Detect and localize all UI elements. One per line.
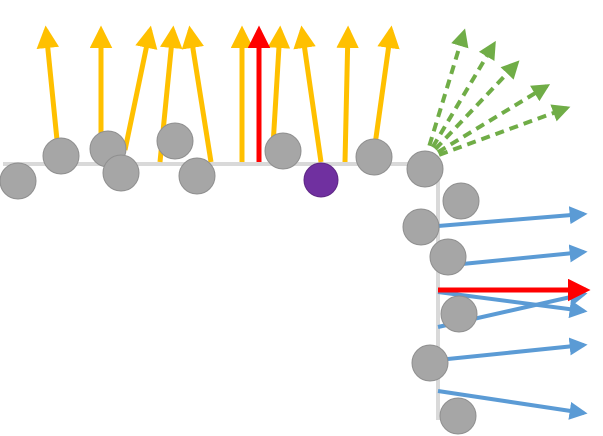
particle (406, 150, 444, 188)
particle (102, 154, 140, 192)
particle (442, 182, 480, 220)
corner-arrows (423, 28, 571, 162)
side-arrow (437, 206, 588, 228)
side-arrow (437, 337, 588, 362)
particle (355, 138, 393, 176)
particle (439, 397, 477, 435)
particle (156, 122, 194, 160)
particle (440, 295, 478, 333)
particles (0, 122, 480, 435)
corner-arrow (423, 84, 551, 162)
top-arrow (336, 25, 359, 163)
particle (42, 137, 80, 175)
top-arrow (371, 25, 400, 153)
particle (402, 208, 440, 246)
surface-lines (3, 162, 440, 420)
particle (264, 132, 302, 170)
corner-arrow (423, 60, 520, 162)
top-arrow (36, 25, 61, 151)
corner-arrow (423, 40, 496, 162)
side-arrow (451, 244, 588, 267)
top-arrow (293, 25, 324, 163)
top-arrow (181, 25, 214, 163)
particle (0, 162, 37, 200)
side-arrows (437, 206, 588, 420)
side-arrow (437, 389, 588, 420)
highlight-particle (303, 162, 339, 198)
top-arrow (122, 25, 158, 151)
corner-arrow (424, 104, 571, 162)
particle (411, 344, 449, 382)
particle (429, 238, 467, 276)
side-arrow (437, 290, 588, 319)
corner-arrow (423, 28, 469, 161)
particle (178, 157, 216, 195)
